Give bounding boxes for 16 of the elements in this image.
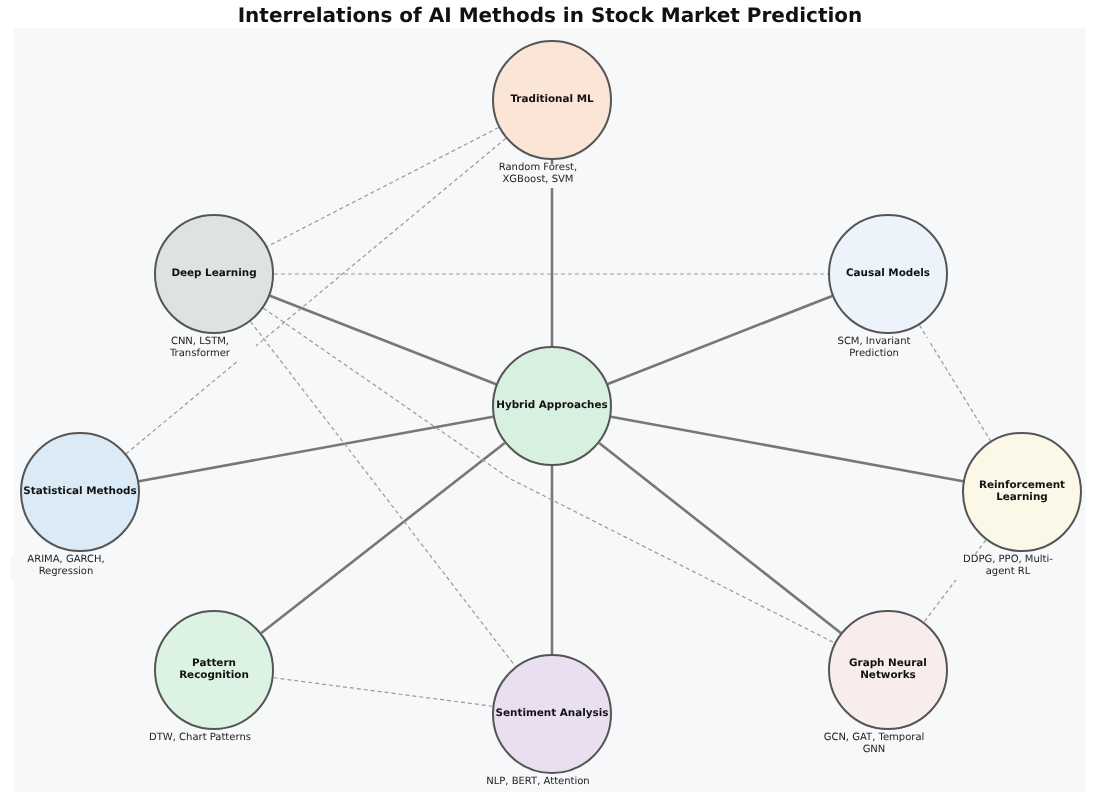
- connector-line: [262, 307, 836, 644]
- connector-line: [550, 160, 554, 346]
- connector-line: [269, 294, 497, 386]
- diagram-title: Interrelations of AI Methods in Stock Market Prediction: [235, 6, 865, 28]
- connector-line: [266, 126, 500, 248]
- connector-line: [125, 137, 507, 455]
- connector-line: [273, 273, 829, 275]
- connector-line: [260, 441, 506, 635]
- connector-line: [138, 415, 494, 483]
- connector-line: [610, 415, 964, 483]
- connector-line: [249, 320, 517, 667]
- connector-line: [550, 466, 554, 654]
- connector-line: [607, 294, 833, 386]
- connector-line: [272, 677, 494, 707]
- connector-line: [918, 324, 992, 442]
- connector-line: [598, 442, 842, 634]
